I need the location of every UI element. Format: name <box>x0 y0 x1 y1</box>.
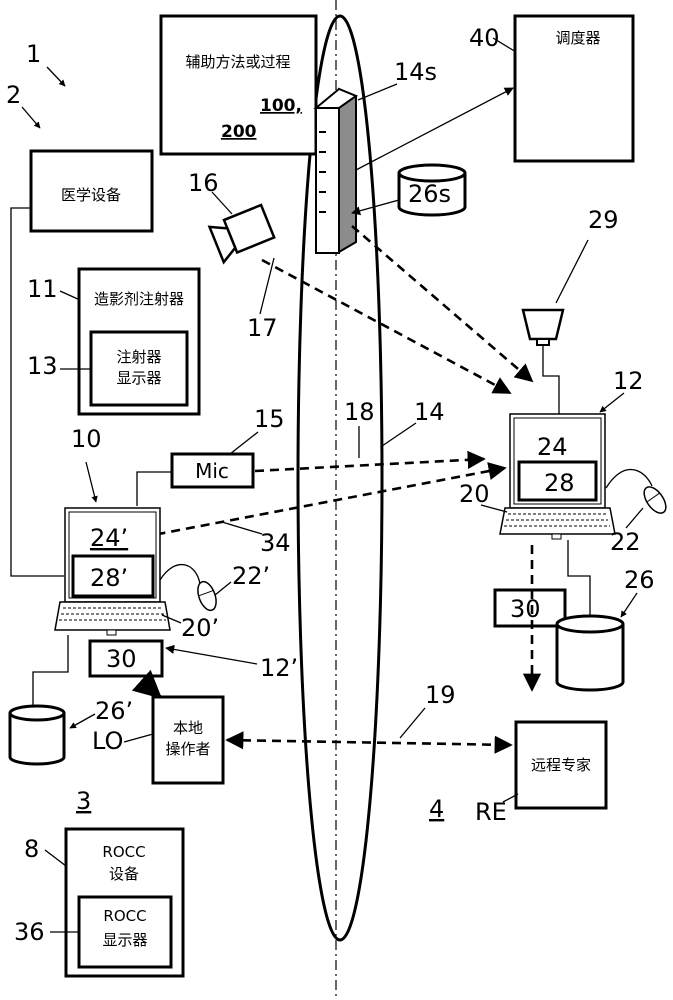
aux-method-box: 辅助方法或过程 100, 200 <box>161 16 316 154</box>
database-26 <box>557 616 623 690</box>
rocc-device-label-1: ROCC <box>102 843 145 861</box>
ref-lo: LO <box>92 727 123 755</box>
local-operator-box: 本地 操作者 <box>153 697 223 783</box>
ref-12-prime: 12’ <box>260 654 298 682</box>
local-workstation-10: 24’ 28’ <box>55 508 170 635</box>
ref-17: 17 <box>247 314 278 342</box>
ref-22: 22 <box>610 528 641 556</box>
ref-14s: 14s <box>394 58 437 86</box>
ref-re: RE <box>475 798 507 826</box>
medical-device-label: 医学设备 <box>61 186 121 204</box>
remote-expert-label: 远程专家 <box>531 756 591 774</box>
ref-36: 36 <box>14 918 45 946</box>
scheduler-box: 调度器 <box>515 16 633 161</box>
ref-26s: 26s <box>408 180 451 208</box>
local-operator-label-2: 操作者 <box>165 740 210 758</box>
injector-display-label-1: 注射器 <box>116 348 161 366</box>
mouse-22-prime <box>194 579 219 613</box>
ref-1: 1 <box>26 40 41 68</box>
contrast-injector-label: 造影剂注射器 <box>94 290 184 308</box>
aux-method-label: 辅助方法或过程 <box>185 53 290 71</box>
ref-3: 3 <box>76 787 91 815</box>
database-26s: 26s <box>399 165 465 215</box>
remote-workstation-12: 24 28 <box>500 414 615 539</box>
mouse-22 <box>640 483 670 517</box>
camera-29 <box>523 310 563 345</box>
ref-26: 26 <box>624 566 655 594</box>
ref-18: 18 <box>344 398 375 426</box>
ref-16: 16 <box>188 169 219 197</box>
remote-box-30: 30 <box>495 590 565 626</box>
ref-11: 11 <box>27 275 58 303</box>
rocc-display-label-1: ROCC <box>103 907 146 925</box>
mic-label: Mic <box>195 459 229 483</box>
database-26-prime <box>10 706 64 764</box>
ref-28-prime: 28’ <box>90 564 128 592</box>
aux-method-num-100: 100, <box>260 96 302 116</box>
rocc-device-label-2: 设备 <box>109 865 139 883</box>
ref-2: 2 <box>6 81 21 109</box>
server-14s <box>316 89 356 253</box>
ref-8: 8 <box>24 835 39 863</box>
ref-13: 13 <box>27 352 58 380</box>
injector-display-label-2: 显示器 <box>116 369 161 387</box>
ref-34: 34 <box>260 529 291 557</box>
ref-24-prime: 24’ <box>90 524 128 552</box>
ref-19: 19 <box>425 681 456 709</box>
ref-4: 4 <box>429 795 444 823</box>
medical-device-box: 医学设备 <box>31 151 152 231</box>
ref-10: 10 <box>71 425 102 453</box>
ref-28: 28 <box>544 469 575 497</box>
ref-29: 29 <box>588 206 619 234</box>
remote-expert-box: 远程专家 <box>516 722 606 808</box>
local-operator-label-1: 本地 <box>173 719 203 737</box>
ref-30-local: 30 <box>106 645 137 673</box>
scheduler-label: 调度器 <box>555 29 600 47</box>
ref-26-prime: 26’ <box>95 697 133 725</box>
ref-20-prime: 20’ <box>181 614 219 642</box>
rocc-device-box: ROCC 设备 ROCC 显示器 <box>66 829 183 976</box>
camera-16 <box>209 205 276 262</box>
aux-method-num-200: 200 <box>221 122 257 142</box>
rocc-display-label-2: 显示器 <box>102 931 147 949</box>
ref-15: 15 <box>254 405 285 433</box>
local-box-30: 30 <box>90 641 162 676</box>
ref-12: 12 <box>613 367 644 395</box>
mic-box: Mic <box>172 454 253 487</box>
contrast-injector-box: 造影剂注射器 注射器 显示器 <box>79 269 199 414</box>
ref-24: 24 <box>537 433 568 461</box>
ref-22-prime: 22’ <box>232 562 270 590</box>
ref-30-remote: 30 <box>510 595 541 623</box>
ref-20: 20 <box>459 480 490 508</box>
ref-40: 40 <box>469 24 500 52</box>
ref-14: 14 <box>414 398 445 426</box>
